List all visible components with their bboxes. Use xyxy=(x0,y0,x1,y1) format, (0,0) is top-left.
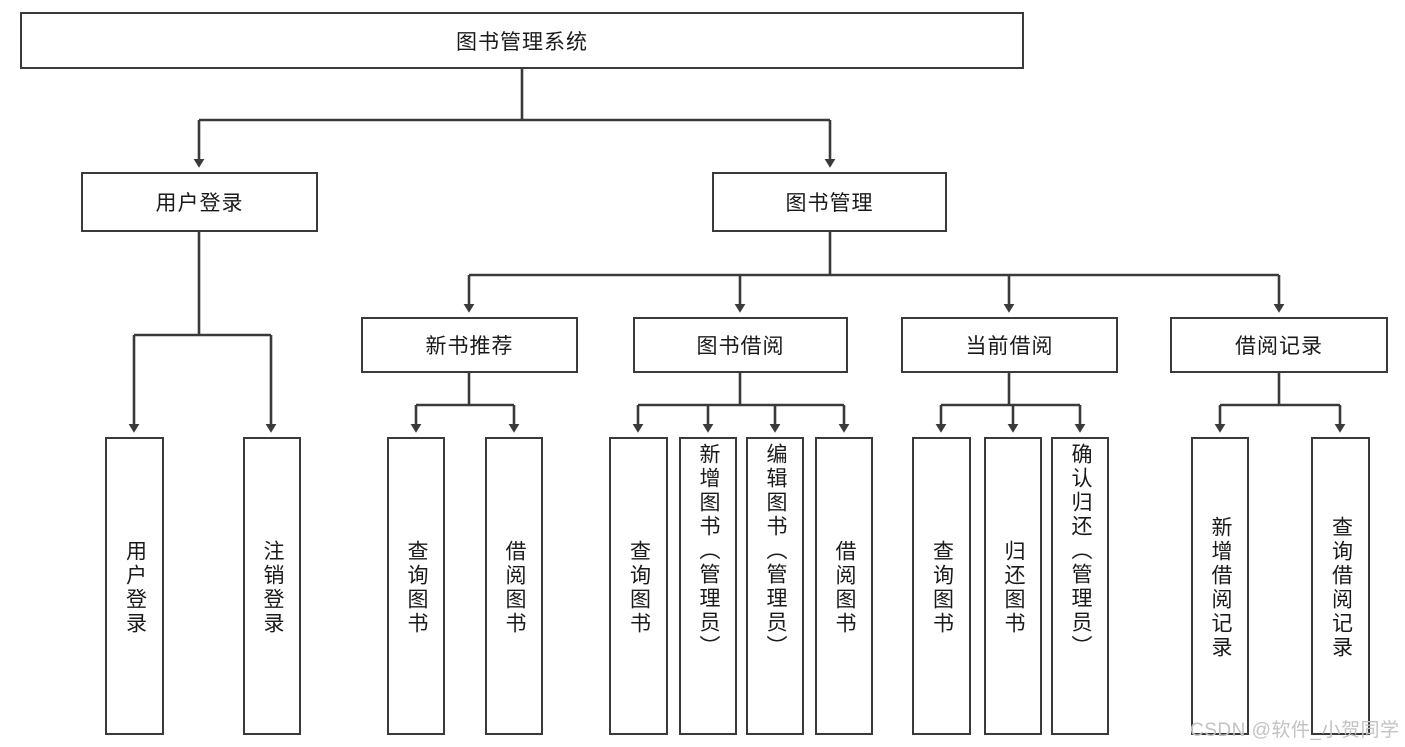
leaf-borrow-book-recommend-label: 借阅图书 xyxy=(503,540,527,636)
node-user-login[interactable]: 用户登录 xyxy=(81,172,318,232)
node-root-label: 图书管理系统 xyxy=(456,30,588,54)
leaf-logout-label: 注销登录 xyxy=(261,540,285,636)
leaf-add-borrow-record-label: 新增借阅记录 xyxy=(1209,516,1233,660)
leaf-return-book-label: 归还图书 xyxy=(1002,540,1026,636)
node-book-borrow[interactable]: 图书借阅 xyxy=(633,317,848,373)
leaf-borrow-book-label: 借阅图书 xyxy=(833,540,857,636)
leaf-add-book-admin[interactable]: 新增图书（管理员） xyxy=(679,437,737,735)
leaf-query-borrow-record[interactable]: 查询借阅记录 xyxy=(1311,437,1370,735)
node-book-borrow-label: 图书借阅 xyxy=(696,335,785,358)
node-current-borrow-label: 当前借阅 xyxy=(965,335,1054,358)
leaf-add-borrow-record[interactable]: 新增借阅记录 xyxy=(1191,437,1249,735)
leaf-query-book-borrow-label: 查询图书 xyxy=(627,540,651,636)
node-new-book-recommend-label: 新书推荐 xyxy=(425,335,514,358)
node-current-borrow[interactable]: 当前借阅 xyxy=(901,317,1118,373)
node-user-login-label: 用户登录 xyxy=(155,192,244,215)
leaf-edit-book-admin[interactable]: 编辑图书（管理员） xyxy=(746,437,804,735)
leaf-confirm-return-admin-label: 确认归还（管理员） xyxy=(1069,443,1093,659)
leaf-query-book-current-label: 查询图书 xyxy=(930,540,954,636)
leaf-logout[interactable]: 注销登录 xyxy=(243,437,301,735)
leaf-return-book[interactable]: 归还图书 xyxy=(984,437,1042,735)
leaf-user-login-label: 用户登录 xyxy=(123,540,147,636)
leaf-query-borrow-record-label: 查询借阅记录 xyxy=(1329,516,1353,660)
leaf-add-book-admin-label: 新增图书（管理员） xyxy=(697,443,721,659)
csdn-watermark: CSDN @软件_小贺同学 xyxy=(1190,720,1400,741)
leaf-user-login[interactable]: 用户登录 xyxy=(105,437,164,735)
leaf-confirm-return-admin[interactable]: 确认归还（管理员） xyxy=(1051,437,1109,735)
node-book-management-label: 图书管理 xyxy=(785,192,874,215)
node-new-book-recommend[interactable]: 新书推荐 xyxy=(361,317,578,373)
leaf-query-book-recommend-label: 查询图书 xyxy=(405,540,429,636)
node-root[interactable]: 图书管理系统 xyxy=(20,12,1024,69)
leaf-query-book-recommend[interactable]: 查询图书 xyxy=(387,437,445,735)
node-borrow-record-label: 借阅记录 xyxy=(1235,335,1323,358)
leaf-borrow-book[interactable]: 借阅图书 xyxy=(815,437,873,735)
node-borrow-record[interactable]: 借阅记录 xyxy=(1170,317,1388,373)
leaf-borrow-book-recommend[interactable]: 借阅图书 xyxy=(485,437,543,735)
node-book-management[interactable]: 图书管理 xyxy=(712,172,947,232)
leaf-edit-book-admin-label: 编辑图书（管理员） xyxy=(764,443,788,659)
leaf-query-book-borrow[interactable]: 查询图书 xyxy=(609,437,668,735)
leaf-query-book-current[interactable]: 查询图书 xyxy=(912,437,971,735)
